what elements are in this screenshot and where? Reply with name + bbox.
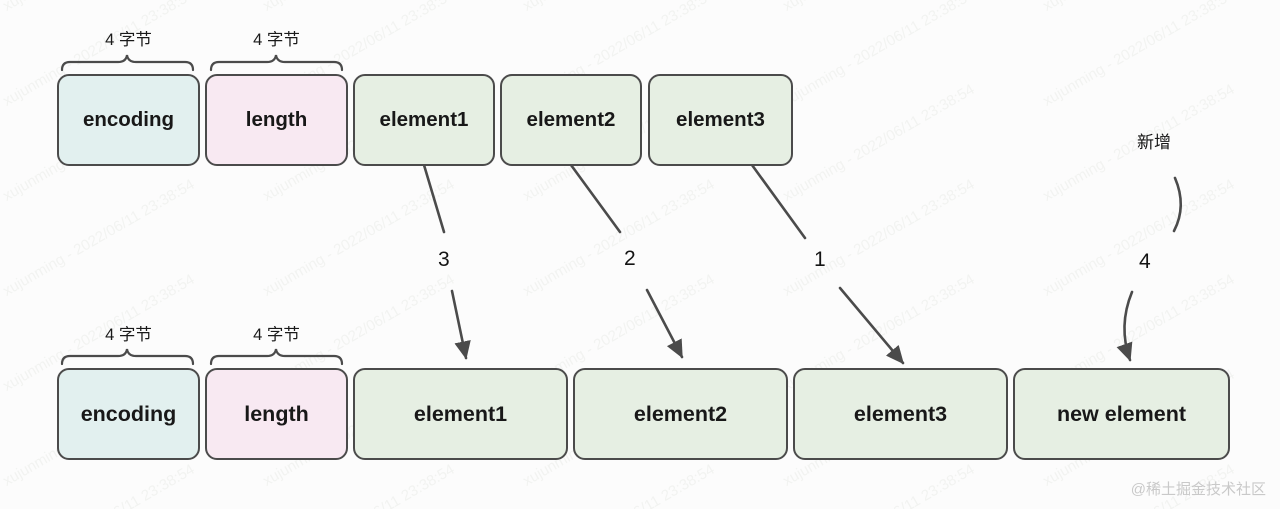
cell-label: length (244, 401, 309, 426)
cell-before-encoding[interactable]: encoding (57, 74, 200, 166)
cell-after-element1[interactable]: element1 (353, 368, 568, 460)
cell-label: encoding (82, 108, 175, 131)
cell-after-encoding[interactable]: encoding (57, 368, 200, 460)
arrow-step-2 (569, 163, 684, 359)
brace-bottom-length (209, 348, 344, 366)
cell-label: element1 (379, 108, 469, 131)
cell-label: element3 (853, 401, 948, 426)
cell-after-element3[interactable]: element3 (793, 368, 1008, 460)
brace-top-length (209, 54, 344, 72)
cell-after-element2[interactable]: element2 (573, 368, 788, 460)
cell-label: element3 (676, 108, 765, 131)
step-number-4: 4 (1139, 250, 1151, 273)
byte-label-after-encoding: 4 字节 (105, 326, 152, 344)
cell-label: element1 (413, 401, 508, 426)
cell-label: element2 (526, 108, 616, 131)
step-number-1: 1 (814, 248, 826, 271)
arrow-step-3 (422, 163, 471, 360)
cell-after-new-element[interactable]: new element (1013, 368, 1230, 460)
arrow-step-1 (750, 163, 905, 365)
arrow-step-4 (1116, 176, 1183, 362)
cell-before-element2[interactable]: element2 (500, 74, 642, 166)
cell-label: length (245, 108, 308, 131)
brace-top-encoding (60, 54, 195, 72)
cell-before-element3[interactable]: element3 (648, 74, 793, 166)
credit-watermark: @稀土掘金技术社区 (1130, 481, 1266, 498)
cell-label: element2 (633, 401, 728, 426)
byte-label-before-length: 4 字节 (253, 31, 300, 49)
cell-after-length[interactable]: length (205, 368, 348, 460)
byte-label-before-encoding: 4 字节 (105, 31, 152, 49)
cell-before-element1[interactable]: element1 (353, 74, 495, 166)
annotation-new-label: 新增 (1137, 133, 1171, 152)
cell-label: encoding (80, 401, 177, 426)
step-number-3: 3 (438, 248, 450, 271)
brace-bottom-encoding (60, 348, 195, 366)
step-number-2: 2 (624, 247, 636, 270)
byte-label-after-length: 4 字节 (253, 326, 300, 344)
cell-before-length[interactable]: length (205, 74, 348, 166)
cell-label: new element (1056, 401, 1187, 426)
